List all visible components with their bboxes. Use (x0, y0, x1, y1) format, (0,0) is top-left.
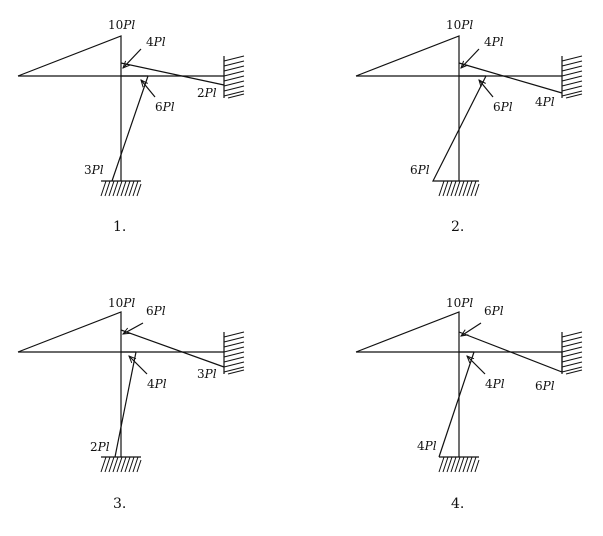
moment-label: 6Pl (155, 100, 175, 114)
option-1: 10Pl 4Pl 6Pl 2Pl 3Pl 1. (17, 18, 245, 235)
beam-moment (120, 62, 225, 86)
moment-label: 6Pl (410, 163, 430, 177)
pointer-arrow (123, 48, 142, 68)
moment-label: 6Pl (146, 304, 166, 318)
option-caption: 3. (113, 496, 126, 512)
column-moment (438, 351, 475, 458)
fixed-support-bottom (438, 456, 480, 473)
pointer-arrow (467, 356, 486, 375)
moment-label: 10Pl (446, 296, 473, 310)
pointer-arrow (479, 80, 494, 98)
option-4: 10Pl 6Pl 4Pl 6Pl 4Pl 4. (355, 296, 583, 512)
moment-label: 10Pl (446, 18, 473, 32)
fixed-support-right (561, 55, 583, 99)
pointer-arrow (461, 48, 480, 68)
option-caption: 2. (451, 219, 464, 235)
fixed-support-right (223, 331, 245, 375)
fixed-support-right (223, 55, 245, 99)
moment-label: 10Pl (108, 18, 135, 32)
moment-label: 4Pl (485, 377, 505, 391)
moment-label: 4Pl (147, 377, 167, 391)
moment-label: 6Pl (484, 304, 504, 318)
cantilever-moment (17, 311, 122, 353)
fixed-support-bottom (438, 180, 480, 197)
option-caption: 1. (113, 219, 126, 235)
option-2: 10Pl 4Pl 6Pl 4Pl 6Pl 2. (355, 18, 583, 235)
cantilever-moment (355, 35, 460, 77)
column-moment (111, 75, 149, 182)
fixed-support-right (561, 331, 583, 375)
column-moment (432, 75, 487, 182)
moment-label: 6Pl (493, 100, 513, 114)
pointer-arrow (123, 322, 144, 334)
fixed-support-bottom (100, 180, 142, 197)
column-moment (114, 351, 137, 458)
moment-label: 2Pl (197, 86, 217, 100)
moment-label: 4Pl (417, 439, 437, 453)
pointer-arrow (461, 322, 482, 336)
moment-label: 2Pl (90, 440, 110, 454)
moment-label: 3Pl (197, 367, 217, 381)
fixed-support-bottom (100, 456, 142, 473)
beam-moment (458, 62, 563, 94)
beam-moment (458, 331, 563, 373)
pointer-arrow (129, 356, 148, 375)
moment-label: 4Pl (535, 95, 555, 109)
moment-label: 4Pl (146, 35, 166, 49)
cantilever-moment (355, 311, 460, 353)
moment-label: 4Pl (484, 35, 504, 49)
moment-label: 3Pl (84, 163, 104, 177)
beam-moment (120, 329, 225, 368)
moment-label: 10Pl (108, 296, 135, 310)
option-caption: 4. (451, 496, 464, 512)
pointer-arrow (141, 80, 156, 98)
option-3: 10Pl 6Pl 4Pl 3Pl 2Pl 3. (17, 296, 245, 512)
moment-label: 6Pl (535, 379, 555, 393)
cantilever-moment (17, 35, 122, 77)
